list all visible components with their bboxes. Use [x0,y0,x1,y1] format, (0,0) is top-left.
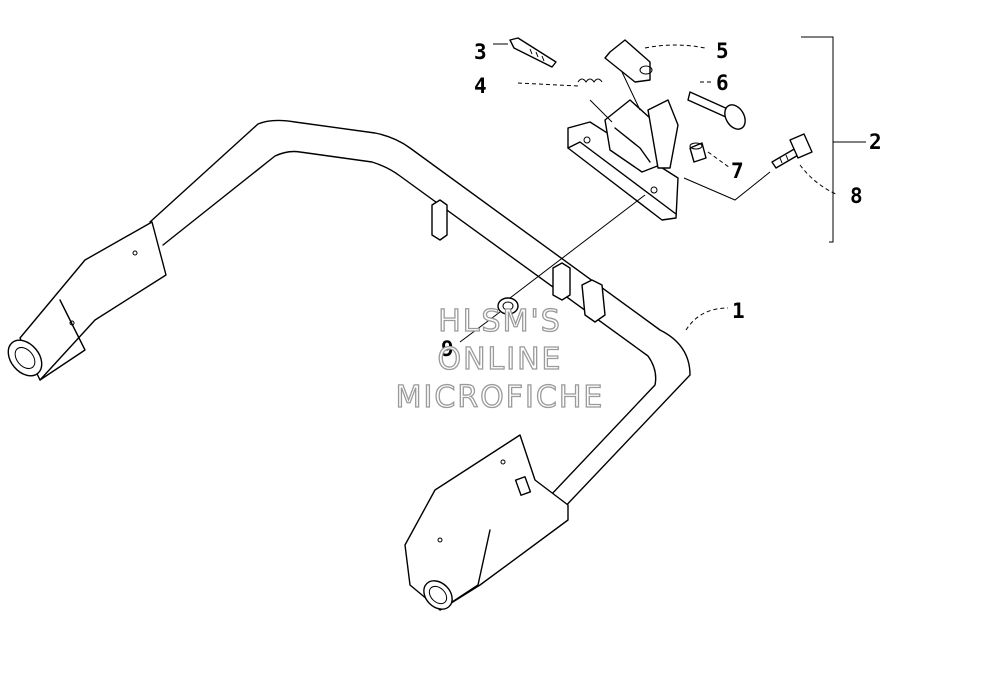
callout-labels: 1 2 3 4 5 6 7 8 9 [441,39,882,361]
hitch-pin [687,91,746,130]
callout-9: 9 [441,337,454,361]
hitch-plate [567,121,679,221]
callout-6: 6 [716,71,729,95]
bumper-frame [149,119,691,516]
callout-2: 2 [869,130,882,154]
right-end-bracket [404,434,569,611]
watermark-line-1: HLSM'S [438,304,562,339]
bolt-8 [771,133,813,169]
watermark-line-3: MICROFICHE [396,380,605,415]
leader-lines [459,36,866,343]
latch-body [604,99,679,173]
callout-7: 7 [731,159,744,183]
latch-pin-clip [604,39,653,83]
nut-9 [497,297,519,315]
bolt-3 [509,37,557,68]
callout-1: 1 [732,299,745,323]
spring-4 [577,78,603,83]
spacer-7 [689,142,707,163]
callout-4: 4 [474,74,487,98]
watermark-line-2: ONLINE [437,342,562,377]
callout-5: 5 [716,39,729,63]
left-end-bracket [7,221,167,381]
watermark: HLSM'S ONLINE MICROFICHE [395,303,605,415]
callout-8: 8 [850,184,863,208]
mounting-tabs [431,199,606,323]
callout-3: 3 [474,40,487,64]
